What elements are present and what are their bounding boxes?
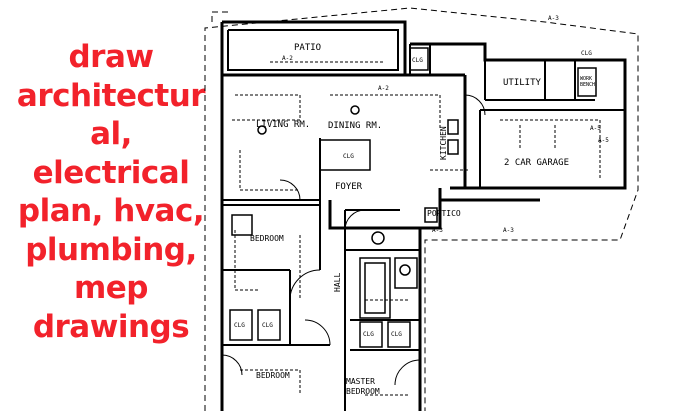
room-label-hall: HALL bbox=[333, 273, 342, 292]
room-label-living: LIVING RM. bbox=[256, 120, 310, 130]
room-labels: PATIO LIVING RM. DINING RM. KITCHEN UTIL… bbox=[250, 43, 569, 396]
room-label-portico: PORTICO bbox=[427, 209, 461, 218]
headline-line: plumbing, bbox=[25, 231, 197, 268]
closet-label: CLG bbox=[581, 50, 592, 57]
room-label-utility: UTILITY bbox=[503, 78, 542, 88]
room-label-bedroom: BEDROOM bbox=[250, 234, 284, 243]
interior-walls bbox=[222, 29, 625, 411]
closet-label: CLG bbox=[343, 153, 354, 160]
room-label-garage: 2 CAR GARAGE bbox=[504, 158, 569, 168]
circuit-tag: A-3 bbox=[548, 15, 559, 22]
circuit-tag: A-5 bbox=[598, 137, 609, 144]
headline-line: plan, hvac, bbox=[17, 193, 205, 229]
door-swings bbox=[221, 94, 486, 386]
headline-line: drawings bbox=[32, 308, 190, 345]
room-label-patio: PATIO bbox=[294, 43, 321, 53]
circuit-tag: A-3 bbox=[503, 227, 514, 234]
circuit-tag: A-3 bbox=[432, 227, 443, 234]
headline-line: al, bbox=[90, 116, 132, 152]
headline-line: draw bbox=[68, 39, 154, 75]
headline: draw architectur al, electrical plan, hv… bbox=[0, 38, 222, 346]
closet-label: CLG bbox=[412, 57, 423, 64]
room-label-master: BEDROOM bbox=[346, 387, 380, 396]
headline-line: mep bbox=[73, 270, 149, 306]
work-bench-label: WORK bbox=[580, 76, 592, 82]
fixtures bbox=[229, 47, 597, 348]
electrical-circuits bbox=[230, 61, 601, 396]
closet-label: CLG bbox=[234, 322, 245, 329]
circuit-tag: A-2 bbox=[282, 55, 293, 62]
circuit-tags: A-3 A-3 A-3 A-2 A-2 A-5 A-5 bbox=[282, 15, 609, 234]
room-label-bedroom: BEDROOM bbox=[256, 371, 290, 380]
room-label-kitchen: KITCHEN bbox=[439, 126, 448, 160]
room-label-foyer: FOYER bbox=[335, 182, 363, 192]
work-bench-label: BENCH bbox=[580, 82, 595, 88]
circuit-tag: A-5 bbox=[590, 125, 601, 132]
exterior-walls bbox=[220, 20, 627, 411]
circuit-tag: A-2 bbox=[378, 85, 389, 92]
closet-label: CLG bbox=[391, 331, 402, 338]
room-label-master: MASTER bbox=[346, 377, 375, 386]
headline-line: architectur bbox=[16, 77, 206, 114]
closet-labels: CLG CLG CLG CLG CLG CLG CLG WORK BENCH bbox=[234, 50, 595, 338]
room-label-dining: DINING RM. bbox=[328, 121, 382, 131]
closet-label: CLG bbox=[363, 331, 374, 338]
headline-line: electrical bbox=[32, 154, 190, 191]
closet-label: CLG bbox=[262, 322, 273, 329]
